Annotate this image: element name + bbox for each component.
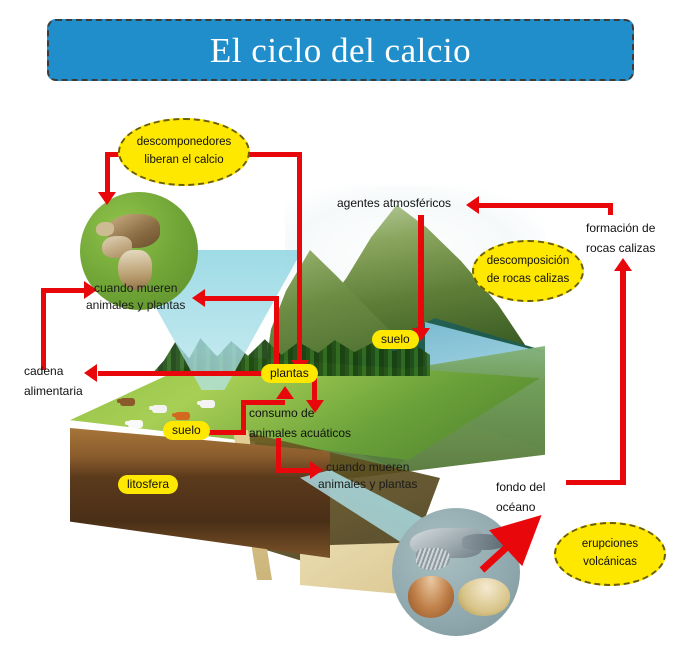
arrow-plantas-to-consumo xyxy=(312,378,317,406)
callout-erupciones-line1: erupciones xyxy=(581,538,639,551)
arrow-suelo-to-plantas-horizontal xyxy=(206,430,246,435)
arrowhead-into-carcass-inset xyxy=(98,192,116,205)
label-fondo-del-oceano: fondo del océano xyxy=(496,478,545,518)
arrow-consumo-to-muerte-acuatica xyxy=(276,468,316,473)
label-consumo-line1: consumo de xyxy=(249,406,315,420)
pill-litosfera[interactable]: litosfera xyxy=(118,475,179,494)
arrowhead-cadena-alimentaria xyxy=(84,364,97,382)
arrow-agentes-to-suelo xyxy=(418,215,424,335)
label-formacion-line1: formación de xyxy=(586,221,656,235)
label-cadena-line1: cadena xyxy=(24,364,64,378)
callout-descomponedores[interactable]: descomponedores liberan el calcio xyxy=(118,118,250,186)
arrow-cadena-riser xyxy=(41,288,46,370)
label-fondo-line2: océano xyxy=(496,499,536,514)
arrowhead-consumo-acuatico xyxy=(306,400,324,413)
arrow-plantas-to-descomponedores-horizontal xyxy=(232,152,302,157)
label-consumo-line2: animales acuáticos xyxy=(249,425,352,440)
label-muerte-acuatica-line2: animales y plantas xyxy=(318,477,418,492)
arrowhead-formacion-rocas-calizas xyxy=(614,258,632,271)
arrow-feed-muerte-terrestre-riser xyxy=(274,296,279,374)
pill-suelo-pradera[interactable]: suelo xyxy=(163,421,210,440)
arrowhead-agentes-atmosfericos xyxy=(466,196,479,214)
callout-descomposicion-line2: de rocas calizas xyxy=(486,273,570,285)
arrow-formacion-to-agentes-riser xyxy=(608,203,613,215)
diagram-title-banner: El ciclo del calcio xyxy=(47,19,634,81)
callout-descomposicion-line1: descomposición xyxy=(486,255,570,268)
arrow-descomponedores-to-carcass-vertical xyxy=(105,152,110,200)
label-consumo-animales-acuaticos: consumo de animales acuáticos xyxy=(249,404,351,444)
label-formacion-rocas-calizas: formación de rocas calizas xyxy=(586,219,655,259)
callout-descomposicion-rocas[interactable]: descomposición de rocas calizas xyxy=(472,240,584,302)
arrow-plantas-to-descomponedores-vertical xyxy=(297,152,302,374)
callout-descomponedores-line2: liberan el calcio xyxy=(144,154,224,166)
arrow-feed-muerte-terrestre xyxy=(205,296,279,301)
callout-descomponedores-line1: descomponedores xyxy=(136,136,232,149)
label-muerte-acuatica: cuando mueren animales y plantas xyxy=(318,459,417,494)
inset-decomposition-photo xyxy=(80,192,198,310)
label-formacion-line2: rocas calizas xyxy=(586,240,656,255)
label-muerte-acuatica-line1: cuando mueren xyxy=(326,460,410,474)
arrowhead-muerte-acuatica xyxy=(310,461,323,479)
arrow-cadena-to-muerte xyxy=(41,288,89,293)
label-cadena-line2: alimentaria xyxy=(24,383,83,398)
arrow-formacion-to-agentes-horizontal xyxy=(478,203,613,208)
arrowhead-into-plantas-from-suelo xyxy=(276,386,294,399)
label-muerte-terrestre-line1: cuando mueren xyxy=(94,281,178,295)
label-fondo-line1: fondo del xyxy=(496,480,546,494)
label-cadena-alimentaria: cadena alimentaria xyxy=(24,362,83,402)
label-muerte-terrestre-line2: animales y plantas xyxy=(86,298,186,313)
label-agentes-atmosfericos: agentes atmosféricos xyxy=(337,196,452,210)
arrowhead-muerte-terrestre xyxy=(192,289,205,307)
arrowhead-cadena-to-muerte xyxy=(84,281,97,299)
arrow-suelo-to-plantas-riser xyxy=(241,400,246,435)
inset-ocean-floor-photo xyxy=(392,508,520,636)
callout-erupciones-line2: volcánicas xyxy=(583,556,637,568)
arrow-fondo-to-formacion-base xyxy=(566,480,626,485)
arrow-plantas-to-cadena xyxy=(98,371,273,376)
callout-erupciones-volcanicas[interactable]: erupciones volcánicas xyxy=(554,522,666,586)
page-title: El ciclo del calcio xyxy=(209,30,472,70)
arrow-consumo-to-muerte-acuatica-riser xyxy=(276,438,281,473)
arrow-suelo-to-plantas-top xyxy=(241,400,285,405)
arrow-fondo-to-formacion-riser xyxy=(620,270,626,485)
pill-suelo-montana[interactable]: suelo xyxy=(372,330,419,349)
pill-plantas[interactable]: plantas xyxy=(261,364,318,383)
label-muerte-terrestre: cuando mueren animales y plantas xyxy=(86,280,185,315)
